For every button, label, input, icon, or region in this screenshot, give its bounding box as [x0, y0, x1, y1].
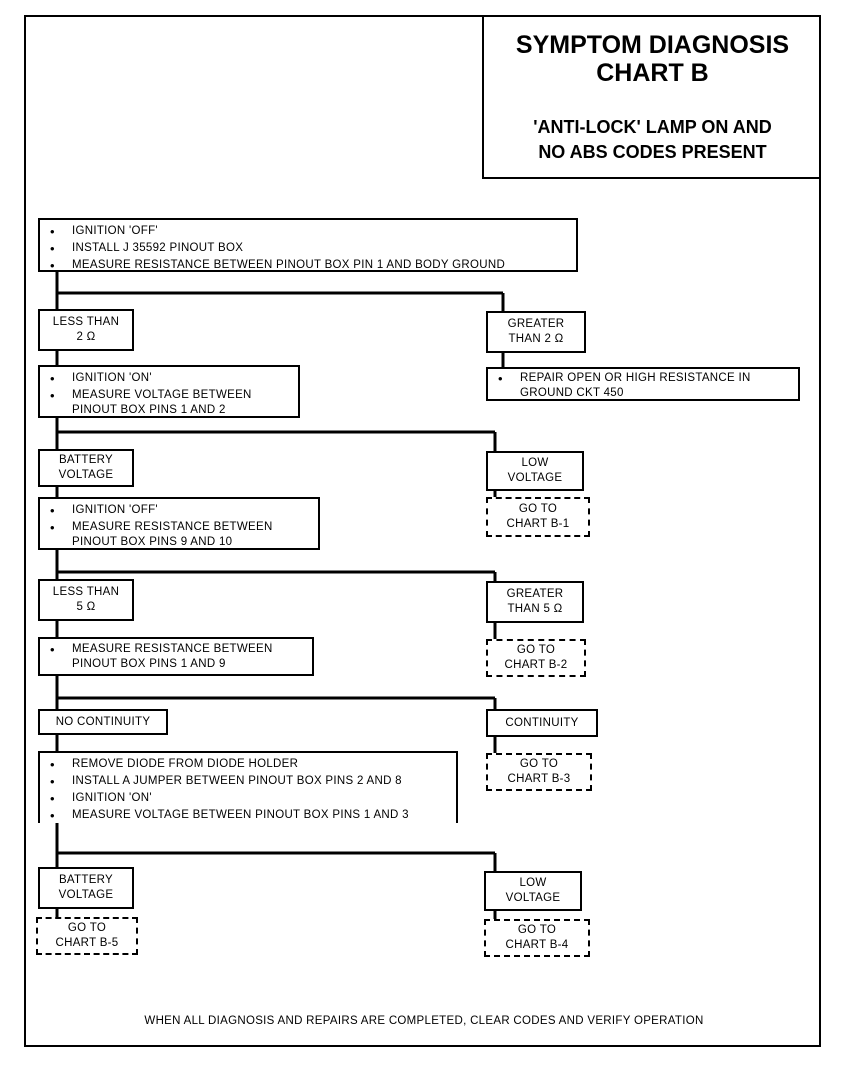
step-1-item: MEASURE RESISTANCE BETWEEN PINOUT BOX PI… — [50, 258, 568, 273]
branch-3-right-line1: GREATER — [506, 588, 564, 600]
symptom-line-2: NO ABS CODES PRESENT — [538, 142, 767, 162]
repair-action: REPAIR OPEN OR HIGH RESISTANCE IN GROUND… — [498, 371, 790, 401]
goto-chart-b1[interactable]: GO TO CHART B-1 — [486, 497, 590, 537]
step-4-item-line1: MEASURE RESISTANCE BETWEEN — [72, 643, 273, 655]
branch-5-left: BATTERY VOLTAGE — [38, 867, 134, 909]
branch-3-left-line1: LESS THAN — [52, 586, 120, 598]
branch-1-left-line1: LESS THAN — [52, 316, 120, 328]
branch-1-repair-box: REPAIR OPEN OR HIGH RESISTANCE IN GROUND… — [486, 367, 800, 401]
goto-chart-name: CHART B-2 — [504, 659, 568, 671]
step-3-item: MEASURE RESISTANCE BETWEEN PINOUT BOX PI… — [50, 520, 310, 550]
repair-line-2: GROUND CKT 450 — [520, 387, 624, 399]
branch-3-right-line2: THAN 5 Ω — [507, 603, 563, 615]
goto-label: GO TO — [519, 758, 559, 770]
branch-5-right-line2: VOLTAGE — [505, 892, 561, 904]
goto-chart-name: CHART B-3 — [507, 773, 571, 785]
goto-chart-b2[interactable]: GO TO CHART B-2 — [486, 639, 586, 677]
step-1-box: IGNITION 'OFF' INSTALL J 35592 PINOUT BO… — [38, 218, 578, 273]
goto-chart-name: CHART B-4 — [505, 939, 569, 951]
branch-3-right: GREATER THAN 5 Ω — [486, 581, 584, 623]
branch-1-left-line2: 2 Ω — [76, 331, 96, 343]
goto-chart-b5[interactable]: GO TO CHART B-5 — [36, 917, 138, 955]
step-3-item: IGNITION 'OFF' — [50, 503, 310, 518]
step-2-item: IGNITION 'ON' — [50, 371, 290, 386]
symptom-line-1: 'ANTI-LOCK' LAMP ON AND — [533, 117, 772, 137]
branch-2-left-line2: VOLTAGE — [58, 469, 114, 481]
goto-label: GO TO — [518, 503, 558, 515]
step-5-item: INSTALL A JUMPER BETWEEN PINOUT BOX PINS… — [50, 774, 448, 789]
chart-title: SYMPTOM DIAGNOSIS — [515, 31, 790, 59]
step-5-item: IGNITION 'ON' — [50, 791, 448, 806]
step-2-item-line1: MEASURE VOLTAGE BETWEEN — [72, 389, 252, 401]
goto-chart-b3[interactable]: GO TO CHART B-3 — [486, 753, 592, 791]
branch-2-left: BATTERY VOLTAGE — [38, 449, 134, 487]
goto-label: GO TO — [516, 644, 556, 656]
branch-2-left-line1: BATTERY — [58, 454, 114, 466]
branch-3-left: LESS THAN 5 Ω — [38, 579, 134, 621]
step-4-item: MEASURE RESISTANCE BETWEEN PINOUT BOX PI… — [50, 642, 304, 672]
step-5-box: REMOVE DIODE FROM DIODE HOLDER INSTALL A… — [38, 751, 458, 823]
branch-1-right-line2: THAN 2 Ω — [508, 333, 564, 345]
step-1-item: IGNITION 'OFF' — [50, 224, 568, 239]
step-4-item-line2: PINOUT BOX PINS 1 AND 9 — [72, 658, 226, 670]
chart-subtitle-letter: CHART B — [596, 59, 709, 87]
step-2-item-line2: PINOUT BOX PINS 1 AND 2 — [72, 404, 226, 416]
goto-chart-name: CHART B-5 — [55, 937, 119, 949]
step-3-box: IGNITION 'OFF' MEASURE RESISTANCE BETWEE… — [38, 497, 320, 550]
branch-5-right-line1: LOW — [519, 877, 547, 889]
branch-4-right: CONTINUITY — [486, 709, 598, 737]
chart-frame — [24, 15, 821, 1047]
branch-4-left: NO CONTINUITY — [38, 709, 168, 735]
branch-3-left-line2: 5 Ω — [76, 601, 96, 613]
goto-chart-b4[interactable]: GO TO CHART B-4 — [484, 919, 590, 957]
goto-label: GO TO — [517, 924, 557, 936]
goto-chart-name: CHART B-1 — [506, 518, 570, 530]
branch-2-right: LOW VOLTAGE — [486, 451, 584, 491]
step-5-item: MEASURE VOLTAGE BETWEEN PINOUT BOX PINS … — [50, 808, 448, 823]
step-2-item: MEASURE VOLTAGE BETWEEN PINOUT BOX PINS … — [50, 388, 290, 418]
branch-4-right-label: CONTINUITY — [505, 716, 579, 729]
step-5-item: REMOVE DIODE FROM DIODE HOLDER — [50, 757, 448, 772]
step-2-box: IGNITION 'ON' MEASURE VOLTAGE BETWEEN PI… — [38, 365, 300, 418]
step-3-item-line2: PINOUT BOX PINS 9 AND 10 — [72, 536, 233, 548]
step-1-item: INSTALL J 35592 PINOUT BOX — [50, 241, 568, 256]
step-4-box: MEASURE RESISTANCE BETWEEN PINOUT BOX PI… — [38, 637, 314, 676]
footer-note: WHEN ALL DIAGNOSIS AND REPAIRS ARE COMPL… — [144, 1015, 704, 1027]
branch-2-right-line2: VOLTAGE — [507, 472, 563, 484]
branch-4-left-label: NO CONTINUITY — [55, 715, 151, 728]
branch-1-right-line1: GREATER — [507, 318, 565, 330]
goto-label: GO TO — [67, 922, 107, 934]
branch-5-left-line2: VOLTAGE — [58, 889, 114, 901]
branch-5-left-line1: BATTERY — [58, 874, 114, 886]
repair-line-1: REPAIR OPEN OR HIGH RESISTANCE IN — [520, 372, 751, 384]
step-3-item-line1: MEASURE RESISTANCE BETWEEN — [72, 521, 273, 533]
title-box: SYMPTOM DIAGNOSIS CHART B 'ANTI-LOCK' LA… — [482, 15, 821, 179]
branch-1-right: GREATER THAN 2 Ω — [486, 311, 586, 353]
branch-1-left: LESS THAN 2 Ω — [38, 309, 134, 351]
branch-2-right-line1: LOW — [521, 457, 549, 469]
branch-5-right: LOW VOLTAGE — [484, 871, 582, 911]
